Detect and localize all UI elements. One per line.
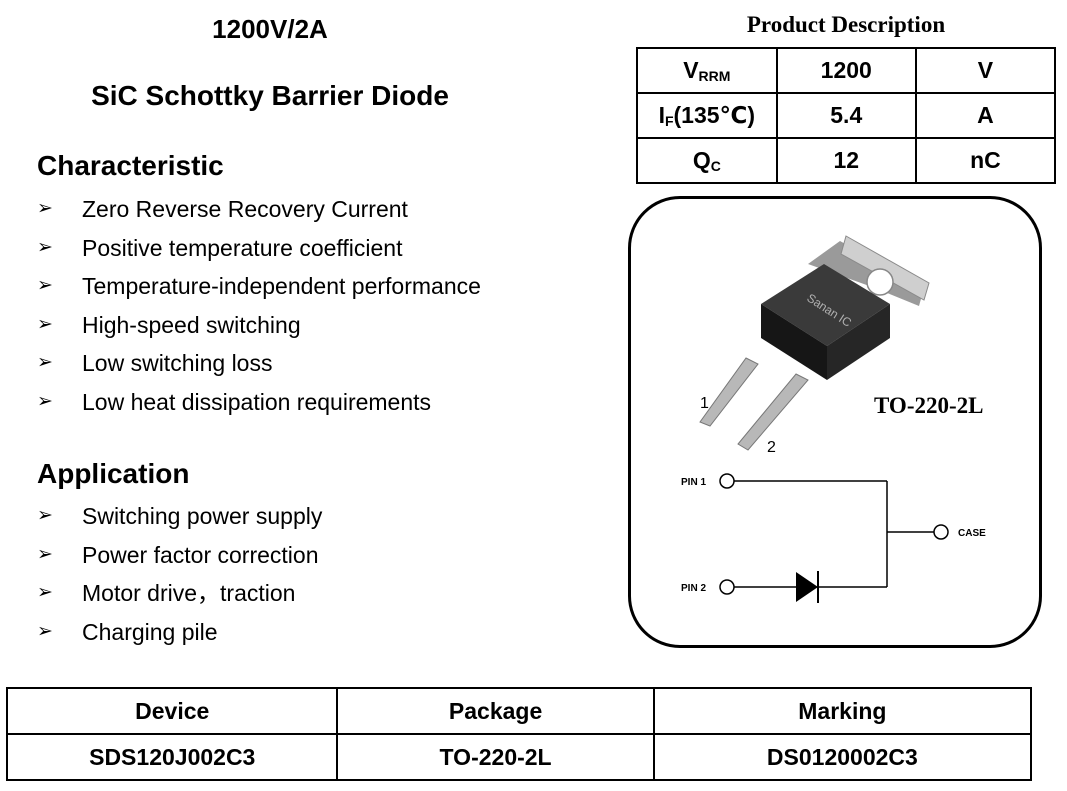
lead-1-label: 1	[700, 395, 709, 412]
arrow-bullet-icon: ➢	[37, 620, 53, 642]
list-item: ➢Motor drive，traction	[37, 574, 322, 613]
package-cell: TO-220-2L	[336, 733, 655, 781]
unit-cell: A	[914, 92, 1057, 139]
list-item: ➢Power factor correction	[37, 536, 322, 575]
pin2-terminal-icon	[719, 579, 735, 595]
product-description-title: Product Description	[746, 12, 946, 37]
list-item: ➢Low switching loss	[37, 344, 481, 383]
diode-schematic: PIN 1 CASE PIN 2	[681, 473, 986, 603]
package-name-label: TO-220-2L	[874, 393, 983, 418]
value-cell: 1200	[775, 47, 917, 94]
characteristic-list: ➢Zero Reverse Recovery Current ➢Positive…	[37, 190, 481, 421]
arrow-bullet-icon: ➢	[37, 236, 53, 258]
pin1-label: PIN 1	[681, 477, 706, 488]
product-description-table: VRRM 1200 V IF(135℃) 5.4 A QC 12 nC	[636, 47, 1057, 184]
table-row: VRRM 1200 V	[636, 47, 1057, 94]
lead-2-label: 2	[767, 439, 776, 456]
table-row: IF(135℃) 5.4 A	[636, 92, 1057, 139]
arrow-bullet-icon: ➢	[37, 313, 53, 335]
to220-package-icon: Sanan IC	[699, 235, 930, 451]
list-item: ➢Positive temperature coefficient	[37, 229, 481, 268]
column-header: Device	[5, 687, 339, 735]
list-item: ➢Charging pile	[37, 613, 322, 652]
param-cell: VRRM	[636, 47, 778, 94]
list-item: ➢Switching power supply	[37, 497, 322, 536]
application-list: ➢Switching power supply ➢Power factor co…	[37, 497, 322, 651]
list-item: ➢Temperature-independent performance	[37, 267, 481, 306]
param-cell: QC	[636, 137, 778, 184]
arrow-bullet-icon: ➢	[37, 582, 53, 603]
param-cell: IF(135℃)	[636, 92, 778, 139]
list-item: ➢Zero Reverse Recovery Current	[37, 190, 481, 229]
characteristic-title: Characteristic	[37, 150, 224, 181]
product-name: SiC Schottky Barrier Diode	[91, 80, 449, 111]
arrow-bullet-icon: ➢	[37, 275, 53, 296]
product-rating: 1200V/2A	[212, 14, 328, 44]
diode-symbol-icon	[796, 572, 818, 602]
package-diagram-box	[628, 196, 1042, 648]
value-cell: 12	[775, 137, 917, 184]
package-diagram: Sanan IC 1 2 TO-220-2L PIN 1 CASE PIN 2	[681, 235, 986, 603]
arrow-bullet-icon: ➢	[37, 352, 53, 373]
column-header: Package	[336, 687, 655, 735]
pin1-terminal-icon	[719, 473, 735, 489]
table-row: QC 12 nC	[636, 137, 1057, 184]
arrow-bullet-icon: ➢	[37, 198, 53, 219]
ordering-table: Device Package Marking SDS120J002C3 TO-2…	[5, 687, 1033, 781]
unit-cell: nC	[914, 137, 1057, 184]
device-cell: SDS120J002C3	[5, 733, 339, 781]
case-terminal-icon	[933, 524, 949, 540]
value-cell: 5.4	[775, 92, 917, 139]
list-item: ➢Low heat dissipation requirements	[37, 383, 481, 422]
list-item: ➢High-speed switching	[37, 306, 481, 345]
column-header: Marking	[652, 687, 1033, 735]
table-header-row: Device Package Marking	[5, 687, 1033, 735]
unit-cell: V	[914, 47, 1057, 94]
arrow-bullet-icon: ➢	[37, 543, 53, 565]
arrow-bullet-icon: ➢	[37, 505, 53, 526]
pin2-label: PIN 2	[681, 583, 706, 594]
marking-cell: DS0120002C3	[652, 733, 1033, 781]
arrow-bullet-icon: ➢	[37, 390, 53, 412]
case-label: CASE	[958, 528, 986, 539]
application-title: Application	[37, 458, 190, 489]
table-row: SDS120J002C3 TO-220-2L DS0120002C3	[5, 733, 1033, 781]
